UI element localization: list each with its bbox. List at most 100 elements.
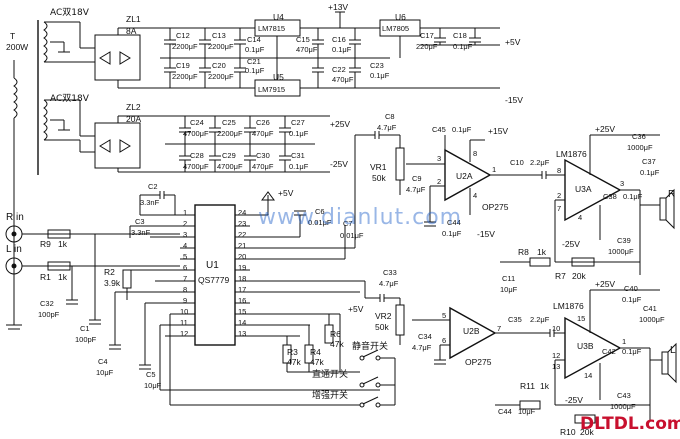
transformer-rating: 200W <box>6 42 29 52</box>
switches <box>287 314 396 408</box>
c35-ref: C35 <box>508 315 522 324</box>
u1-pin-4: 4 <box>183 241 188 250</box>
zl2-rating: 20A <box>126 114 142 124</box>
u3a-pin-2: 2 <box>557 191 562 200</box>
c5-value: 10μF <box>144 381 162 390</box>
c9-ref: C9 <box>412 174 422 183</box>
vr2-ref: VR2 <box>375 311 392 321</box>
supply-25v <box>165 115 330 173</box>
r1-value: 1k <box>58 272 67 282</box>
watermark: www.dianlut.com <box>258 205 463 230</box>
c8-value: 4.7μF <box>377 123 397 132</box>
u6-part: LM7805 <box>382 24 410 33</box>
c13-ref: C13 <box>212 31 226 40</box>
c29-ref: C29 <box>222 151 236 160</box>
r-in-label: R in <box>6 212 24 223</box>
c9-value: 4.7μF <box>406 185 426 194</box>
c38-value: 0.1μF <box>623 192 643 201</box>
enhance-switch-label: 增强开关 <box>312 391 349 401</box>
zl2-ref: ZL2 <box>126 102 141 112</box>
u1-pin-20: 20 <box>238 252 247 261</box>
c16-ref: C16 <box>332 35 346 44</box>
c12-value: 2200μF <box>172 42 198 51</box>
u1-pin-21: 21 <box>238 241 247 250</box>
c42-value: 0.1μF <box>622 347 642 356</box>
c43-ref: C43 <box>617 391 631 400</box>
c44b-ref: C44 <box>498 407 512 416</box>
c26-ref: C26 <box>256 118 270 127</box>
c40-ref: C40 <box>624 284 638 293</box>
u3a-ref: U3A <box>575 184 592 194</box>
r2-value: 3.9k <box>104 278 121 288</box>
u1-pin-8: 8 <box>183 285 188 294</box>
c2-ref: C2 <box>148 182 158 191</box>
c36-ref: C36 <box>632 132 646 141</box>
u3a-vplus-label: +25V <box>595 124 616 134</box>
u1-pin-1: 1 <box>183 208 188 217</box>
c10-value: 2.2μF <box>530 158 550 167</box>
r8-value: 1k <box>537 247 546 257</box>
r3-value: 47k <box>287 357 301 367</box>
c19-value: 2200μF <box>172 72 198 81</box>
bridge-zl1 <box>79 22 160 89</box>
u1-pin-23: 23 <box>238 219 247 228</box>
transformer-ref: T <box>10 31 16 41</box>
c30-value: 470μF <box>252 162 274 171</box>
op-amps <box>424 135 540 365</box>
u1-pin-11: 11 <box>180 318 188 327</box>
r11-ref: R11 <box>520 381 535 391</box>
c44b-value: 10μF <box>518 407 536 416</box>
u2a-pin-1: 1 <box>492 165 497 174</box>
c12-ref: C12 <box>176 31 190 40</box>
c31-value: 0.1μF <box>289 162 309 171</box>
r4-value: 47k <box>310 357 324 367</box>
c39-value: 1000μF <box>608 247 634 256</box>
bridge-zl2 <box>79 100 165 173</box>
c42-ref: C42 <box>602 347 616 356</box>
u1-chip <box>109 191 380 406</box>
c21-ref: C21 <box>247 57 261 66</box>
c45-value: 0.1μF <box>452 125 472 134</box>
c5-ref: C5 <box>146 370 156 379</box>
switch-5v-label: +5V <box>348 304 364 314</box>
u1-pin-15: 15 <box>238 307 247 316</box>
rail-m25v: -25V <box>330 159 348 169</box>
c24-ref: C24 <box>190 118 204 127</box>
u3a-vminus-label: -25V <box>562 239 580 249</box>
input-jacks <box>5 225 180 325</box>
u1-pin-5: 5 <box>183 252 188 261</box>
r7-ref: R7 <box>555 271 566 281</box>
c25-ref: C25 <box>222 118 236 127</box>
r6-ref: R6 <box>330 329 341 339</box>
c41-value: 1000μF <box>639 315 665 324</box>
ac-winding-bottom-label: AC双18V <box>50 94 89 104</box>
u2b-ref: U2B <box>463 326 480 336</box>
c30-ref: C30 <box>256 151 270 160</box>
c28-ref: C28 <box>190 151 204 160</box>
c3-value: 3.3nF <box>131 228 151 237</box>
u3b-part: LM1876 <box>553 301 584 311</box>
c14-ref: C14 <box>247 35 261 44</box>
vr2-value: 50k <box>375 322 389 332</box>
c34-ref: C34 <box>418 332 432 341</box>
r9-ref: R9 <box>40 239 51 249</box>
u1-pin-18: 18 <box>238 274 247 283</box>
c41-ref: C41 <box>643 304 657 313</box>
c23-ref: C23 <box>370 61 384 70</box>
c17-ref: C17 <box>420 31 434 40</box>
u1-pin-13: 13 <box>238 329 247 338</box>
u3b-ref: U3B <box>577 341 594 351</box>
c17-value: 220μF <box>416 42 438 51</box>
c32-ref: C32 <box>40 299 54 308</box>
r1-ref: R1 <box>40 272 51 282</box>
u2a-pin-2: 2 <box>437 177 442 186</box>
c16-value: 0.1μF <box>332 45 352 54</box>
u4-part: LM7815 <box>258 24 286 33</box>
r10-ref: R10 <box>560 427 576 437</box>
c18-value: 0.1μF <box>453 42 473 51</box>
c40-value: 0.1μF <box>622 295 642 304</box>
r-out-label: R <box>668 189 676 200</box>
l-out-label: L <box>670 345 676 356</box>
